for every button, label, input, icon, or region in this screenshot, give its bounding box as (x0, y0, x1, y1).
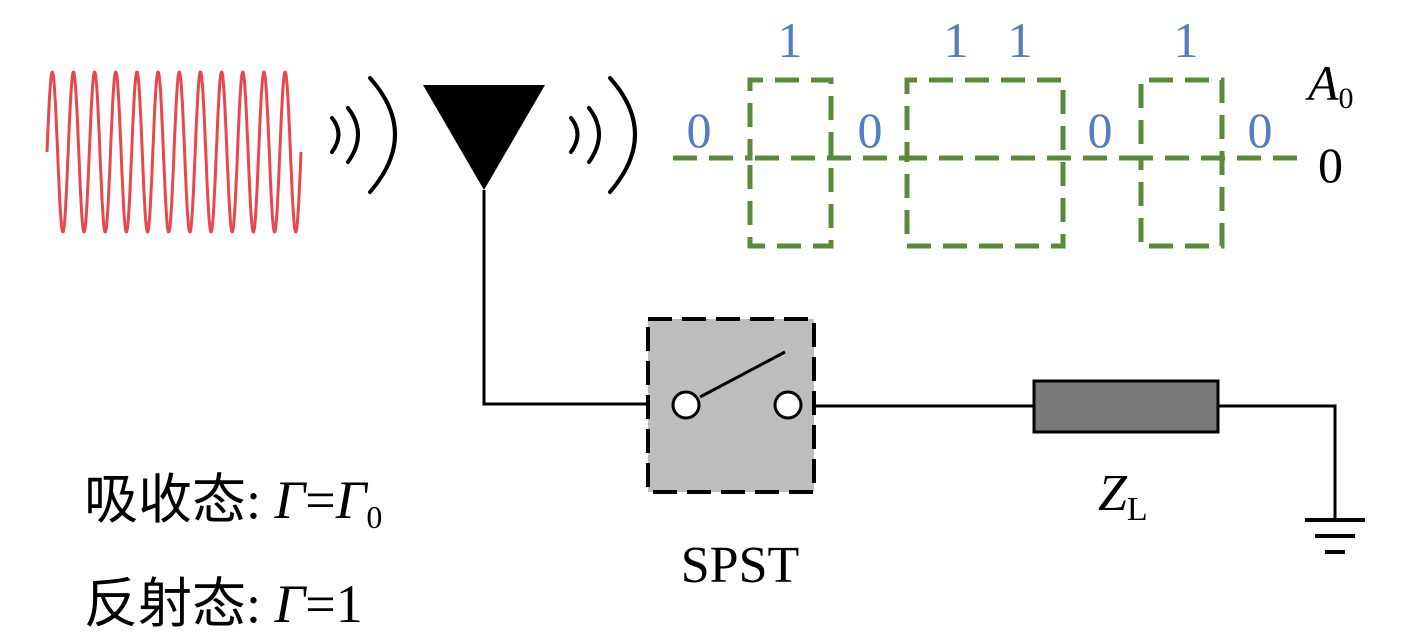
bit-label: 1 (1008, 12, 1033, 68)
bit-waveform (673, 77, 1300, 249)
load-impedance (1032, 379, 1220, 434)
bit-label: 0 (1248, 102, 1273, 158)
circuit-wires (482, 190, 1337, 520)
level-zero-label: 0 (1318, 137, 1343, 193)
absorb-state-label: 吸收态: Γ=Γ0 (84, 470, 382, 535)
bit-label: 1 (944, 12, 969, 68)
ground-icon (1305, 518, 1365, 554)
bit-label: 0 (1088, 102, 1113, 158)
bit-labels: 0 1 0 1 1 0 1 0 (687, 12, 1273, 158)
antenna-icon (423, 85, 545, 190)
switch-label: SPST (681, 537, 800, 594)
bit-label: 1 (1174, 12, 1199, 68)
carrier-wave (45, 70, 303, 234)
bit-label: 0 (687, 102, 712, 158)
load-label: ZL (1098, 465, 1148, 528)
switch-terminal-left (671, 390, 701, 420)
incoming-waves-icon (330, 76, 397, 194)
spst-switch (646, 317, 816, 494)
switch-blade (699, 350, 786, 399)
bit-label: 0 (858, 102, 883, 158)
outgoing-waves-icon (569, 76, 637, 194)
reflect-state-label: 反射态: Γ=1 (84, 574, 363, 634)
switch-terminal-right (773, 390, 803, 420)
bit-label: 1 (778, 12, 803, 68)
level-high-label: A0 (1305, 55, 1354, 115)
